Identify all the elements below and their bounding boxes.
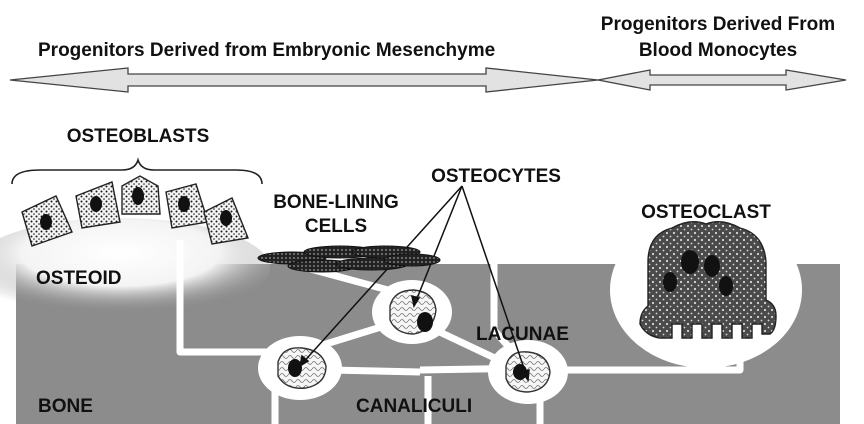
mesenchyme-label: Progenitors Derived from Embryonic Mesen… — [38, 40, 495, 61]
monocyte-arrow — [598, 70, 846, 90]
canaliculi-label: CANALICULI — [356, 396, 472, 417]
osteocytes-label: OSTEOCYTES — [431, 166, 561, 187]
osteoblasts-label: OSTEOBLASTS — [67, 126, 210, 147]
bone-lining-label-line1: BONE-LINING — [273, 192, 399, 213]
osteoclast-cell — [640, 222, 776, 338]
osteocyte-left — [278, 348, 326, 388]
monocyte-label-line2: Blood Monocytes — [639, 40, 797, 61]
monocyte-label-line1: Progenitors Derived From — [601, 14, 835, 35]
osteoclast-label: OSTEOCLAST — [641, 202, 771, 223]
bone-lining-label-line2: CELLS — [305, 216, 367, 237]
osteoid-label: OSTEOID — [36, 268, 122, 289]
lacunae-label: LACUNAE — [476, 324, 569, 345]
mesenchyme-arrow — [10, 68, 598, 92]
bone-label: BONE — [38, 396, 93, 417]
